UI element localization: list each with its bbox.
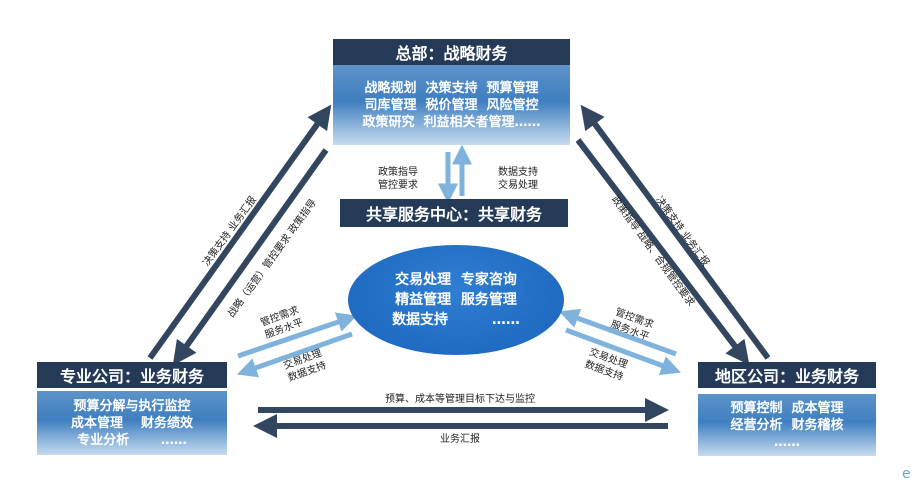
shared-line-1: 交易处理 专家咨询 <box>395 272 517 288</box>
arrow-reg-to-shared <box>558 308 677 357</box>
label-reg-to-spec: 业务汇报 <box>440 434 480 445</box>
specialized-line-2: 成本管理 财务绩效 <box>70 415 194 431</box>
corner-mark: e <box>902 466 911 482</box>
specialized-title: 专业公司：业务财务 <box>37 362 227 388</box>
arrow-reg-to-hq <box>580 104 771 360</box>
regional-line-2: 经营分析 财务稽核 <box>730 417 844 433</box>
label-hq-to-shared: 政策指导 管控要求 <box>378 166 418 192</box>
hq-body: 战略规划 决策支持 预算管理 司库管理 税价管理 风险管控 政策研究 利益相关者… <box>333 65 570 145</box>
specialized-line-3: 专业分析 …… <box>77 432 187 448</box>
shared-line-3: 数据支持 …… <box>392 312 520 328</box>
arrow-spec-to-hq <box>147 104 332 360</box>
label-spec-to-reg: 预算、成本等管理目标下达与监控 <box>385 394 535 405</box>
hq-line-2: 司库管理 税价管理 风险管控 <box>364 97 539 113</box>
hq-line-3: 政策研究 利益相关者管理…… <box>362 114 541 130</box>
regional-line-3: …… <box>774 434 800 450</box>
specialized-line-1: 预算分解与执行监控 <box>73 398 191 414</box>
label-shared-to-hq: 数据支持 交易处理 <box>498 166 538 192</box>
arrow-shared-to-reg <box>565 327 682 376</box>
regional-title: 地区公司：业务财务 <box>698 362 876 388</box>
regional-body: 预算控制 成本管理 经营分析 财务稽核 …… <box>698 394 876 456</box>
specialized-body: 预算分解与执行监控 成本管理 财务绩效 专业分析 …… <box>37 391 227 455</box>
hq-title: 总部：战略财务 <box>333 39 570 65</box>
label-shared-to-hq-2: 交易处理 <box>498 180 538 191</box>
shared-title: 共享服务中心：共享财务 <box>340 199 568 227</box>
shared-line-2: 精益管理 服务管理 <box>395 292 517 308</box>
arrow-hq-to-reg <box>575 138 750 366</box>
label-hq-to-shared-2: 管控要求 <box>378 180 418 191</box>
regional-line-1: 预算控制 成本管理 <box>730 400 844 416</box>
arrow-hq-to-spec <box>172 148 329 366</box>
label-hq-to-shared-1: 政策指导 <box>378 167 418 178</box>
shared-ellipse: 交易处理 专家咨询 精益管理 服务管理 数据支持 …… <box>348 245 564 355</box>
arrow-shared-to-spec <box>236 331 353 378</box>
arrow-spec-to-shared <box>237 312 358 359</box>
hq-line-1: 战略规划 决策支持 预算管理 <box>364 80 539 96</box>
label-shared-to-hq-1: 数据支持 <box>498 167 538 178</box>
